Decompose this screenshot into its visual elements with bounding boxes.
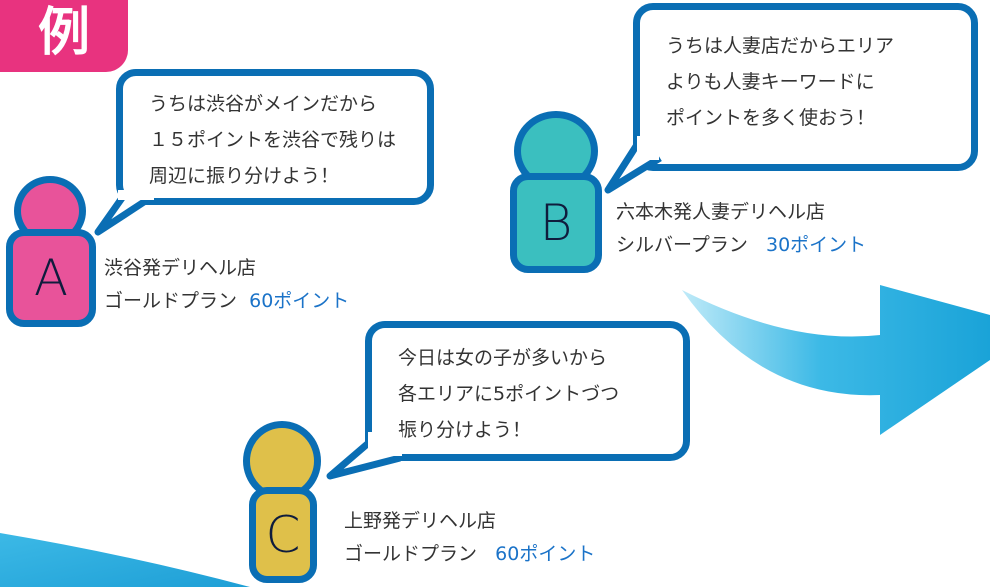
shop-plan-line: ゴールドプラン 60ポイント	[344, 538, 595, 571]
speech-bubble-b: うちは人妻店だからエリア よりも人妻キーワードに ポイントを多く使おう！	[633, 3, 978, 171]
bubble-line: ポイントを多く使おう！	[666, 107, 876, 129]
shop-plan-line: ゴールドプラン 60ポイント	[104, 285, 349, 318]
bubble-line: 今日は女の子が多いから	[398, 347, 608, 369]
bubble-line: よりも人妻キーワードに	[666, 71, 875, 93]
shop-c-caption: 上野発デリヘル店 ゴールドプラン 60ポイント	[344, 505, 595, 571]
bubble-line: 周辺に振り分けよう！	[149, 165, 340, 187]
bubble-tail-a	[94, 190, 154, 236]
person-letter: B	[539, 194, 573, 252]
plan-points: 30ポイント	[766, 234, 867, 256]
plan-points: 60ポイント	[495, 543, 596, 565]
speech-bubble-a: うちは渋谷がメインだから １５ポイントを渋谷で残りは 周辺に振り分けよう！	[116, 69, 434, 205]
plan-points: 60ポイント	[249, 290, 350, 312]
shop-plan-line: シルバープラン 30ポイント	[616, 229, 866, 262]
bottom-left-band	[0, 533, 250, 587]
bubble-line: １５ポイントを渋谷で残りは	[149, 129, 397, 151]
bubble-line: 振り分けよう！	[398, 419, 532, 441]
person-c-icon: C	[243, 421, 321, 583]
plan-name: ゴールドプラン	[344, 543, 478, 565]
person-a-icon: A	[6, 176, 96, 328]
plan-name: ゴールドプラン	[104, 290, 238, 312]
bubble-tail-b	[604, 136, 662, 194]
person-letter: C	[265, 506, 301, 564]
shop-name: 渋谷発デリヘル店	[104, 257, 257, 279]
person-a-body: A	[6, 229, 96, 327]
bubble-line: うちは渋谷がメインだから	[149, 93, 378, 115]
bubble-line: うちは人妻店だからエリア	[666, 35, 895, 57]
example-badge: 例	[0, 0, 128, 72]
bubble-line: 各エリアに5ポイントづつ	[398, 383, 620, 405]
shop-name: 上野発デリヘル店	[344, 510, 497, 532]
shop-b-caption: 六本木発人妻デリヘル店 シルバープラン 30ポイント	[616, 196, 866, 262]
person-letter: A	[33, 249, 69, 307]
plan-name: シルバープラン	[616, 234, 748, 256]
speech-bubble-c: 今日は女の子が多いから 各エリアに5ポイントづつ 振り分けよう！	[365, 321, 690, 461]
curved-arrow	[682, 285, 990, 435]
person-c-body: C	[249, 487, 317, 583]
shop-name: 六本木発人妻デリヘル店	[616, 201, 826, 223]
shop-a-caption: 渋谷発デリヘル店 ゴールドプラン 60ポイント	[104, 252, 349, 318]
person-b-icon: B	[510, 111, 602, 273]
bubble-tail-c	[326, 432, 402, 480]
person-b-body: B	[510, 173, 602, 273]
